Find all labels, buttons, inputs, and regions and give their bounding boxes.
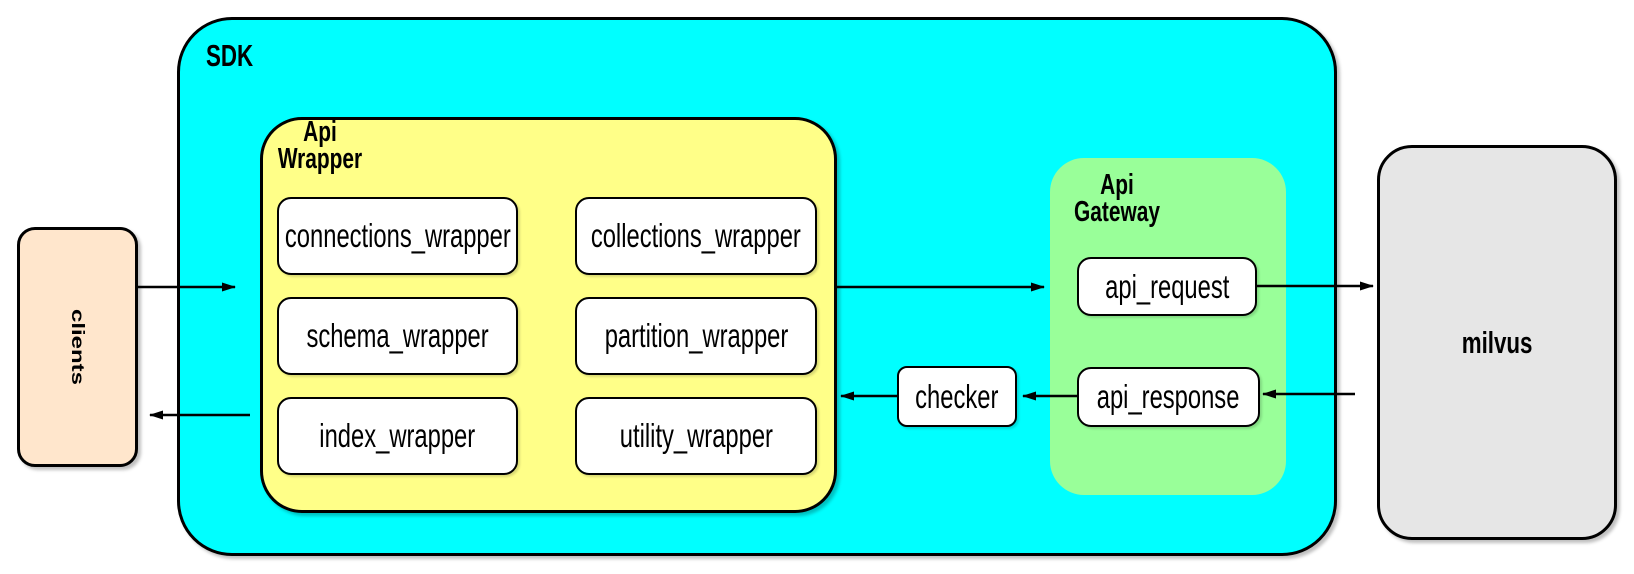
index-wrapper-node: index_wrapper	[277, 397, 518, 475]
api-response-label: api_response	[1097, 378, 1240, 415]
clients-box: clients	[17, 227, 138, 467]
schema-wrapper-node: schema_wrapper	[277, 297, 518, 375]
collections-wrapper-label: collections_wrapper	[591, 217, 801, 254]
api-wrapper-label: Api Wrapper	[277, 116, 363, 175]
utility-wrapper-label: utility_wrapper	[619, 417, 773, 454]
utility-wrapper-node: utility_wrapper	[575, 397, 817, 475]
index-wrapper-label: index_wrapper	[319, 417, 476, 454]
checker-label: checker	[915, 377, 999, 415]
connections-wrapper-label: connections_wrapper	[284, 217, 511, 254]
sdk-label: SDK	[206, 38, 254, 73]
api-gateway-container	[1050, 158, 1286, 495]
clients-label: clients	[68, 308, 88, 386]
milvus-label: milvus	[1461, 324, 1533, 360]
connections-wrapper-node: connections_wrapper	[277, 197, 518, 275]
collections-wrapper-node: collections_wrapper	[575, 197, 817, 275]
checker-node: checker	[897, 366, 1017, 427]
partition-wrapper-node: partition_wrapper	[575, 297, 817, 375]
schema-wrapper-label: schema_wrapper	[306, 317, 489, 354]
milvus-box: milvus	[1377, 145, 1617, 540]
partition-wrapper-label: partition_wrapper	[604, 317, 788, 354]
api-gateway-label: Api Gateway	[1074, 169, 1160, 228]
api-response-node: api_response	[1077, 367, 1260, 427]
api-request-label: api_request	[1104, 267, 1230, 305]
api-request-node: api_request	[1077, 257, 1257, 316]
